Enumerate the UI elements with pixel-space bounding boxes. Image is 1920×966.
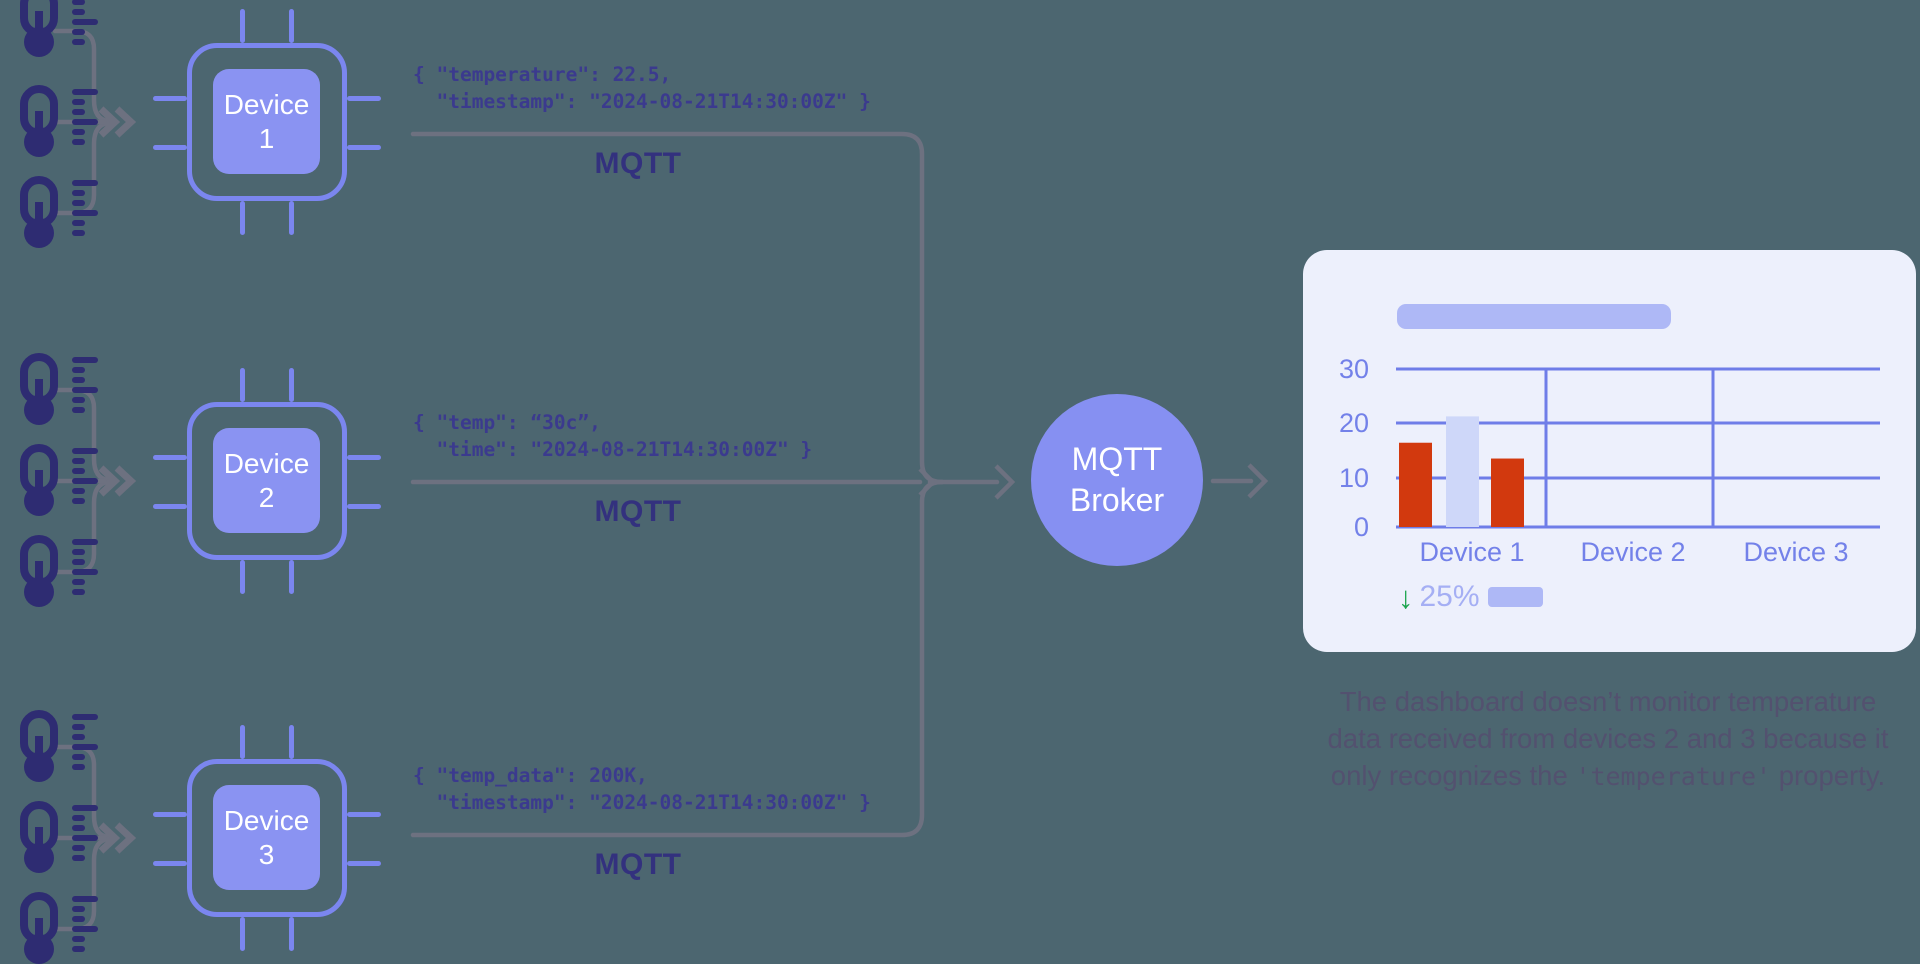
trend-placeholder-pill (1487, 587, 1543, 607)
x-axis-label: Device 1 (1419, 537, 1525, 567)
thermometer-icon (8, 0, 100, 59)
x-axis-label: Device 3 (1743, 537, 1849, 567)
chip-outline (187, 43, 347, 201)
y-axis-tick: 10 (1338, 463, 1369, 493)
chip-outline (187, 402, 347, 560)
thermometer-icon (8, 892, 100, 966)
chip-inner: Device 3 (213, 785, 320, 890)
trend-value: 25% (1419, 580, 1480, 613)
thermometer-icon (8, 444, 100, 518)
chip-outline (187, 759, 347, 917)
caption-line: data received from devices 2 and 3 becau… (1327, 723, 1889, 754)
mqtt-protocol-label: MQTT (594, 495, 682, 528)
trend-down-icon: ↓ (1398, 579, 1414, 615)
chip-inner: Device 2 (213, 428, 320, 533)
x-axis-label: Device 2 (1580, 537, 1686, 567)
thermometer-icon (8, 801, 100, 875)
mqtt-protocol-label: MQTT (594, 147, 682, 180)
thermometer-icon (8, 176, 100, 250)
thermometer-icon (8, 710, 100, 784)
device-chip: Device 3 (153, 725, 381, 951)
caption-line: The dashboard doesn’t monitor temperatur… (1339, 686, 1877, 717)
y-axis-tick: 30 (1338, 354, 1369, 384)
y-axis-tick: 0 (1353, 512, 1369, 542)
json-payload: { "temperature": 22.5, "timestamp": "202… (413, 63, 871, 113)
caption-line: only recognizes the 'temperature' proper… (1330, 760, 1886, 791)
y-axis-tick: 20 (1338, 408, 1369, 438)
device-chip: Device 1 (153, 9, 381, 235)
chip-label: Device 3 (223, 804, 310, 870)
mqtt-broker-node: MQTT Broker (1031, 394, 1203, 566)
trend-indicator: ↓ 25% (1398, 580, 1543, 614)
chart-title-placeholder (1397, 304, 1671, 329)
json-payload: { "temp": “30c”, "time": "2024-08-21T14:… (413, 411, 813, 461)
mqtt-protocol-label: MQTT (594, 848, 682, 881)
chip-inner: Device 1 (213, 69, 320, 174)
dashboard-card: 30 20 10 0 Device 1 Device 2 Device 3 ↓ … (1303, 250, 1916, 652)
caption: The dashboard doesn’t monitor temperatur… (1300, 683, 1916, 795)
bar (1446, 416, 1479, 527)
mqtt-broker-label: MQTT Broker (1069, 441, 1165, 518)
caption-code: 'temperature' (1575, 762, 1772, 791)
thermometer-icon (8, 535, 100, 609)
bar (1399, 442, 1432, 527)
json-payload: { "temp_data": 200K, "timestamp": "2024-… (413, 764, 871, 814)
chip-label: Device 1 (223, 88, 310, 154)
temperature-bar-chart (1396, 367, 1880, 529)
thermometer-icon (8, 85, 100, 159)
bar (1491, 458, 1524, 527)
chip-label: Device 2 (223, 447, 310, 513)
thermometer-icon (8, 353, 100, 427)
device-chip: Device 2 (153, 368, 381, 594)
